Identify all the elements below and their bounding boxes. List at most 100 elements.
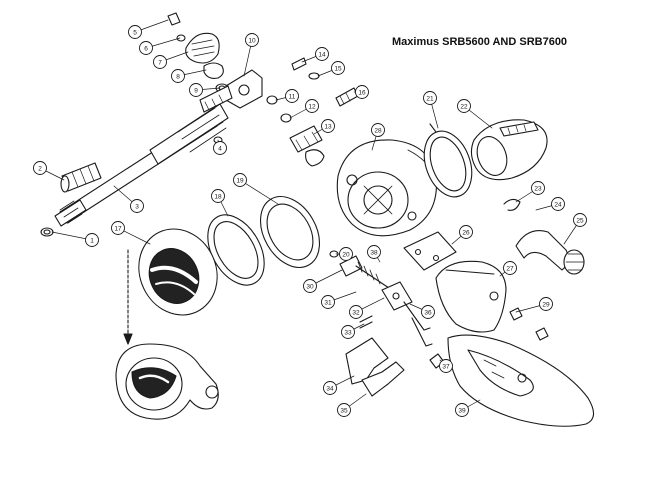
part-screw-33 xyxy=(359,315,373,329)
part-oring-1 xyxy=(40,227,54,237)
callout-label-4: 4 xyxy=(218,146,222,153)
callout-label-32: 32 xyxy=(352,310,360,317)
callout-circle-33 xyxy=(341,325,355,339)
callout-label-3: 3 xyxy=(135,204,139,211)
callout-label-26: 26 xyxy=(462,230,470,237)
callout-label-16: 16 xyxy=(358,90,366,97)
callout-label-20: 20 xyxy=(342,252,350,259)
callout-label-9: 9 xyxy=(194,88,198,95)
callout-circle-11 xyxy=(285,89,299,103)
callout-circle-38 xyxy=(367,245,381,259)
callout-circle-39 xyxy=(455,403,469,417)
callout-circle-21 xyxy=(423,91,437,105)
callout-circle-10 xyxy=(245,33,259,47)
callout-label-12: 12 xyxy=(308,104,316,111)
part-second-stage-housing xyxy=(336,139,438,237)
callout-circle-20 xyxy=(339,247,353,261)
callout-label-39: 39 xyxy=(458,408,466,415)
callout-label-35: 35 xyxy=(340,408,348,415)
part-plate-26 xyxy=(403,231,457,271)
callout-circle-14 xyxy=(315,47,329,61)
callout-label-29: 29 xyxy=(542,302,550,309)
leader-line-19 xyxy=(239,179,279,205)
part-screw-29 xyxy=(509,307,549,341)
diagram-title: Maximus SRB5600 AND SRB7600 xyxy=(392,36,568,48)
callout-circle-25 xyxy=(573,213,587,227)
callout-circle-18 xyxy=(211,189,225,203)
part-side-cover-27 xyxy=(435,260,507,333)
part-outer-cover-39 xyxy=(447,334,595,427)
callout-circle-30 xyxy=(303,279,317,293)
callout-label-19: 19 xyxy=(236,178,244,185)
callout-circle-34 xyxy=(323,381,337,395)
callout-circle-15 xyxy=(331,61,345,75)
callout-label-36: 36 xyxy=(424,310,432,317)
callout-circle-17 xyxy=(111,221,125,235)
callout-label-10: 10 xyxy=(248,38,256,45)
part-fitting-2 xyxy=(60,162,102,193)
callout-circle-7 xyxy=(153,55,167,69)
callout-circle-22 xyxy=(457,99,471,113)
callout-label-11: 11 xyxy=(289,94,296,101)
part-small-hardware xyxy=(266,57,359,167)
callout-label-8: 8 xyxy=(176,74,180,81)
callout-label-30: 30 xyxy=(306,284,314,291)
part-lever-32-36 xyxy=(381,281,433,347)
callout-label-5: 5 xyxy=(133,30,137,37)
callout-circle-26 xyxy=(459,225,473,239)
callout-circle-9 xyxy=(189,83,203,97)
part-exhaust-22 xyxy=(470,119,548,181)
part-bracket-34 xyxy=(345,337,389,385)
callout-label-24: 24 xyxy=(554,202,562,209)
callout-circle-36 xyxy=(421,305,435,319)
callout-label-34: 34 xyxy=(326,386,334,393)
callout-circle-37 xyxy=(439,359,453,373)
callout-label-28: 28 xyxy=(374,128,382,135)
part-front-cover-17 xyxy=(138,228,218,316)
callout-circle-12 xyxy=(305,99,319,113)
part-valve-30-31 xyxy=(329,250,393,291)
callout-circle-31 xyxy=(321,295,335,309)
callout-label-15: 15 xyxy=(334,66,342,73)
callout-label-38: 38 xyxy=(370,250,378,257)
callout-label-33: 33 xyxy=(344,330,352,337)
part-diaphragm-19 xyxy=(259,196,321,268)
part-hose xyxy=(54,103,229,227)
callout-label-1: 1 xyxy=(90,238,94,245)
part-elbow-25 xyxy=(515,230,585,275)
callout-circle-27 xyxy=(503,261,517,275)
callout-layer: 1234567891011121314151617181920212223242… xyxy=(33,25,587,417)
callout-circle-23 xyxy=(531,181,545,195)
part-bracket-35 xyxy=(361,361,405,397)
callout-circle-24 xyxy=(551,197,565,211)
callout-label-17: 17 xyxy=(114,226,122,233)
callout-circle-4 xyxy=(213,141,227,155)
callout-circle-19 xyxy=(233,173,247,187)
callout-circle-2 xyxy=(33,161,47,175)
callout-circle-5 xyxy=(128,25,142,39)
callout-label-7: 7 xyxy=(158,60,162,67)
callout-label-25: 25 xyxy=(576,218,584,225)
callout-label-18: 18 xyxy=(214,194,222,201)
callout-circle-3 xyxy=(130,199,144,213)
callout-circle-1 xyxy=(85,233,99,247)
callout-label-31: 31 xyxy=(324,300,332,307)
callout-circle-28 xyxy=(371,123,385,137)
callout-circle-6 xyxy=(139,41,153,55)
callout-label-23: 23 xyxy=(534,186,542,193)
arrow-17 xyxy=(123,249,133,345)
callout-label-37: 37 xyxy=(442,364,450,371)
assembled-cover xyxy=(115,343,219,420)
part-first-stage xyxy=(199,69,263,113)
callout-label-27: 27 xyxy=(506,266,514,273)
callout-circle-13 xyxy=(321,119,335,133)
callout-label-22: 22 xyxy=(460,104,468,111)
callout-label-6: 6 xyxy=(144,46,148,53)
part-ring-21 xyxy=(423,123,473,198)
callout-circle-35 xyxy=(337,403,351,417)
callout-circle-29 xyxy=(539,297,553,311)
callout-label-21: 21 xyxy=(426,96,434,103)
callout-label-14: 14 xyxy=(318,52,326,59)
